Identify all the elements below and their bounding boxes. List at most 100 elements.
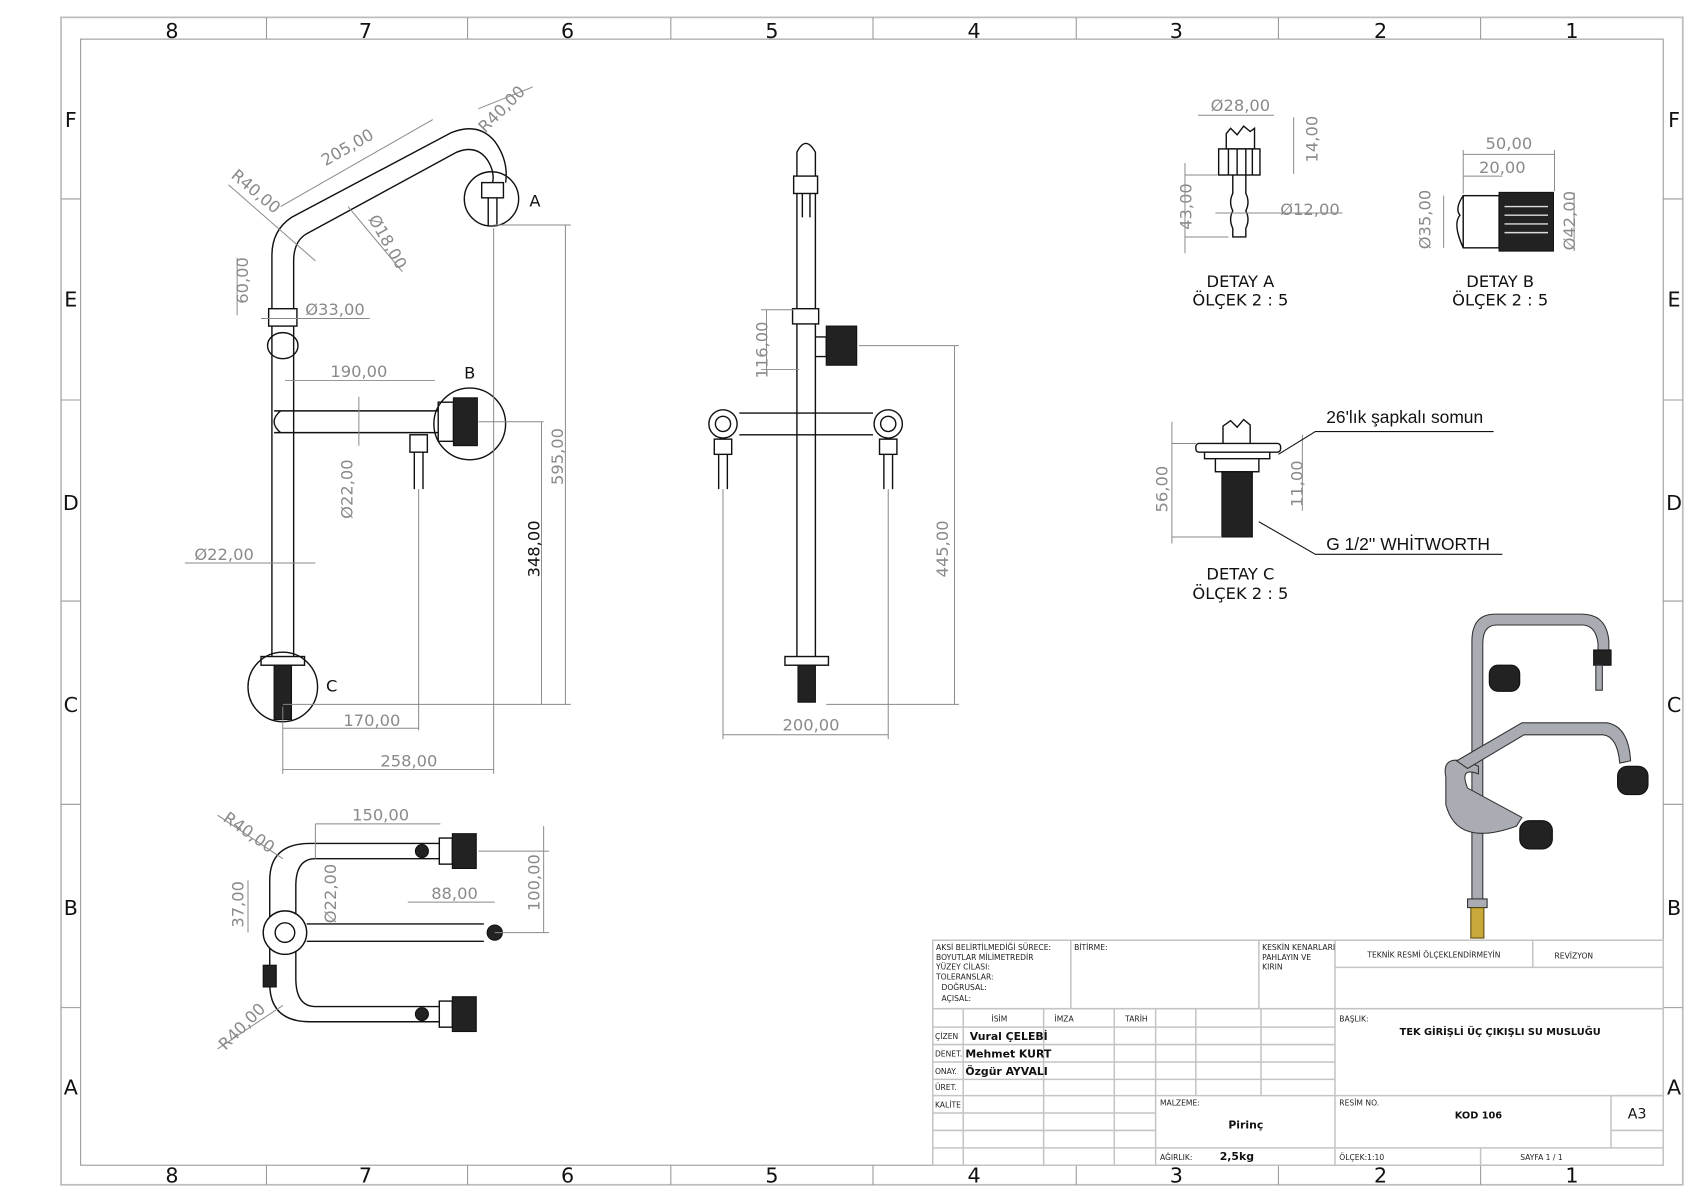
zone-labels-top: 8 7 6 5 4 3 2 1 [165, 19, 1578, 43]
general-note: BOYUTLAR MİLİMETREDİR [936, 953, 1034, 962]
dim-width: 88,00 [431, 884, 478, 903]
detail-b-circle [433, 387, 507, 461]
coupling-nut [267, 307, 298, 327]
zone-col: 8 [165, 19, 178, 43]
role-label: DENET. [935, 1050, 962, 1059]
thread [1221, 471, 1253, 538]
role-label: ÜRET. [935, 1083, 957, 1092]
dim-height: 445,00 [933, 520, 952, 577]
dim-diameter: Ø28,00 [1211, 96, 1270, 115]
zone-col: 3 [1170, 1164, 1183, 1188]
zone-row: A [64, 1076, 78, 1100]
dim-width: 20,00 [1479, 158, 1526, 177]
zone-col: 1 [1565, 19, 1578, 43]
zone-row: D [1666, 491, 1682, 515]
zone-row: D [63, 491, 79, 515]
general-note: DOĞRUSAL: [941, 983, 987, 992]
material-value: Pirinç [1228, 1118, 1263, 1131]
page-number: SAYFA 1 / 1 [1520, 1153, 1563, 1162]
checked-by-name: Mehmet KURT [965, 1048, 1051, 1061]
zone-row: C [1667, 693, 1681, 717]
drawing-no: KOD 106 [1455, 1110, 1503, 1121]
detail-b: 50,00 20,00 Ø35,00 Ø42,00 DETAY B ÖLÇEK … [1416, 134, 1580, 310]
approved-by-name: Özgür AYVALI [965, 1064, 1047, 1078]
dim-radius: R40,00 [475, 82, 529, 136]
general-note: AÇISAL: [941, 994, 971, 1003]
detail-c: 56,00 11,00 26'lık şapkalı somun G 1/2''… [1153, 407, 1503, 603]
dim-height: 43,00 [1176, 183, 1195, 230]
scale-value: ÖLÇEK:1:10 [1339, 1153, 1384, 1162]
dim-diameter: Ø18,00 [364, 211, 410, 272]
zone-labels-right: F E D C B A [1666, 108, 1682, 1099]
dim-height: 56,00 [1153, 466, 1172, 513]
dim-arm-length: 205,00 [318, 125, 377, 170]
valve-knob [452, 397, 478, 447]
front-view: A B C 205,00 R40,00 R40,00 Ø18,00 60,00 … [184, 82, 571, 774]
general-note: AKSİ BELİRTİLMEDİĞİ SÜRECE: [936, 943, 1051, 952]
zone-col: 4 [968, 1164, 981, 1188]
zone-col: 7 [359, 1164, 372, 1188]
zone-row: A [1667, 1076, 1681, 1100]
edges-note: KIRIN [1262, 963, 1282, 972]
zone-row: C [64, 693, 78, 717]
dim-height: 116,00 [753, 321, 772, 378]
zone-row: E [1668, 288, 1681, 312]
detail-b-title: DETAY B [1466, 272, 1534, 291]
dim-offset: 37,00 [229, 881, 248, 928]
zone-row: E [64, 288, 77, 312]
weight-label: AĞIRLIK: [1160, 1153, 1192, 1162]
dim-height: 348,00 [524, 520, 543, 577]
dim-width: 170,00 [343, 711, 400, 730]
dim-width: 200,00 [783, 715, 840, 734]
zone-row: B [64, 896, 78, 920]
header-signature: İMZA [1055, 1015, 1075, 1024]
zone-col: 3 [1170, 19, 1183, 43]
dim-diameter: Ø12,00 [1280, 200, 1339, 219]
revision-label: REVİZYON [1555, 952, 1594, 961]
drawing-title: TEK GİRİŞLİ ÜÇ ÇIKIŞLI SU MUSLUĞU [1400, 1024, 1601, 1038]
header-date: TARİH [1124, 1015, 1147, 1024]
drawn-by-name: Vural ÇELEBİ [970, 1029, 1048, 1043]
zone-col: 2 [1374, 19, 1387, 43]
dim-arm-length: 190,00 [330, 362, 387, 381]
callout-a: A [529, 192, 541, 211]
dim-width: 150,00 [352, 806, 409, 825]
drawing-no-label: RESİM NO. [1339, 1098, 1379, 1107]
note-thread: G 1/2'' WHİTWORTH [1326, 534, 1490, 554]
zone-col: 6 [561, 19, 574, 43]
role-label: KALİTE [935, 1101, 961, 1110]
dim-radius: R40,00 [215, 999, 269, 1053]
dim-width: 50,00 [1486, 134, 1533, 153]
material-label: MALZEME: [1160, 1098, 1200, 1107]
finish-label: BİTİRME: [1074, 943, 1108, 952]
detail-a-scale: ÖLÇEK 2 : 5 [1192, 290, 1288, 309]
note-nut: 26'lık şapkalı somun [1326, 407, 1483, 427]
general-note: TOLERANSLAR: [935, 972, 994, 981]
zone-col: 2 [1374, 1164, 1387, 1188]
callout-b: B [464, 363, 475, 382]
callout-c: C [326, 676, 337, 695]
detail-a-circle [463, 171, 520, 227]
dim-height: 60,00 [233, 257, 252, 304]
header-name: İSİM [991, 1015, 1007, 1024]
edges-note: PAHLAYIN VE [1262, 953, 1311, 962]
zone-row: F [1668, 108, 1680, 132]
zone-col: 4 [968, 19, 981, 43]
valve-knob [825, 325, 858, 366]
dim-height: 100,00 [524, 854, 543, 911]
dim-radius: R40,00 [220, 808, 278, 857]
role-label: ÇİZEN [935, 1032, 958, 1041]
role-label: ONAY. [935, 1067, 957, 1076]
edges-note: KESKİN KENARLARI [1262, 943, 1335, 952]
dim-diameter: Ø22,00 [337, 459, 356, 518]
title-label: BAŞLIK: [1339, 1015, 1368, 1024]
zone-labels-bottom: 8 7 6 5 4 3 2 1 [165, 1164, 1578, 1188]
dim-height: 14,00 [1303, 116, 1322, 163]
sheet-frame [60, 16, 1684, 1186]
detail-a-title: DETAY A [1207, 272, 1276, 291]
dim-diameter: Ø33,00 [305, 300, 364, 319]
dim-total-height: 595,00 [548, 428, 567, 485]
detail-b-scale: ÖLÇEK 2 : 5 [1452, 290, 1548, 309]
zone-col: 8 [165, 1164, 178, 1188]
